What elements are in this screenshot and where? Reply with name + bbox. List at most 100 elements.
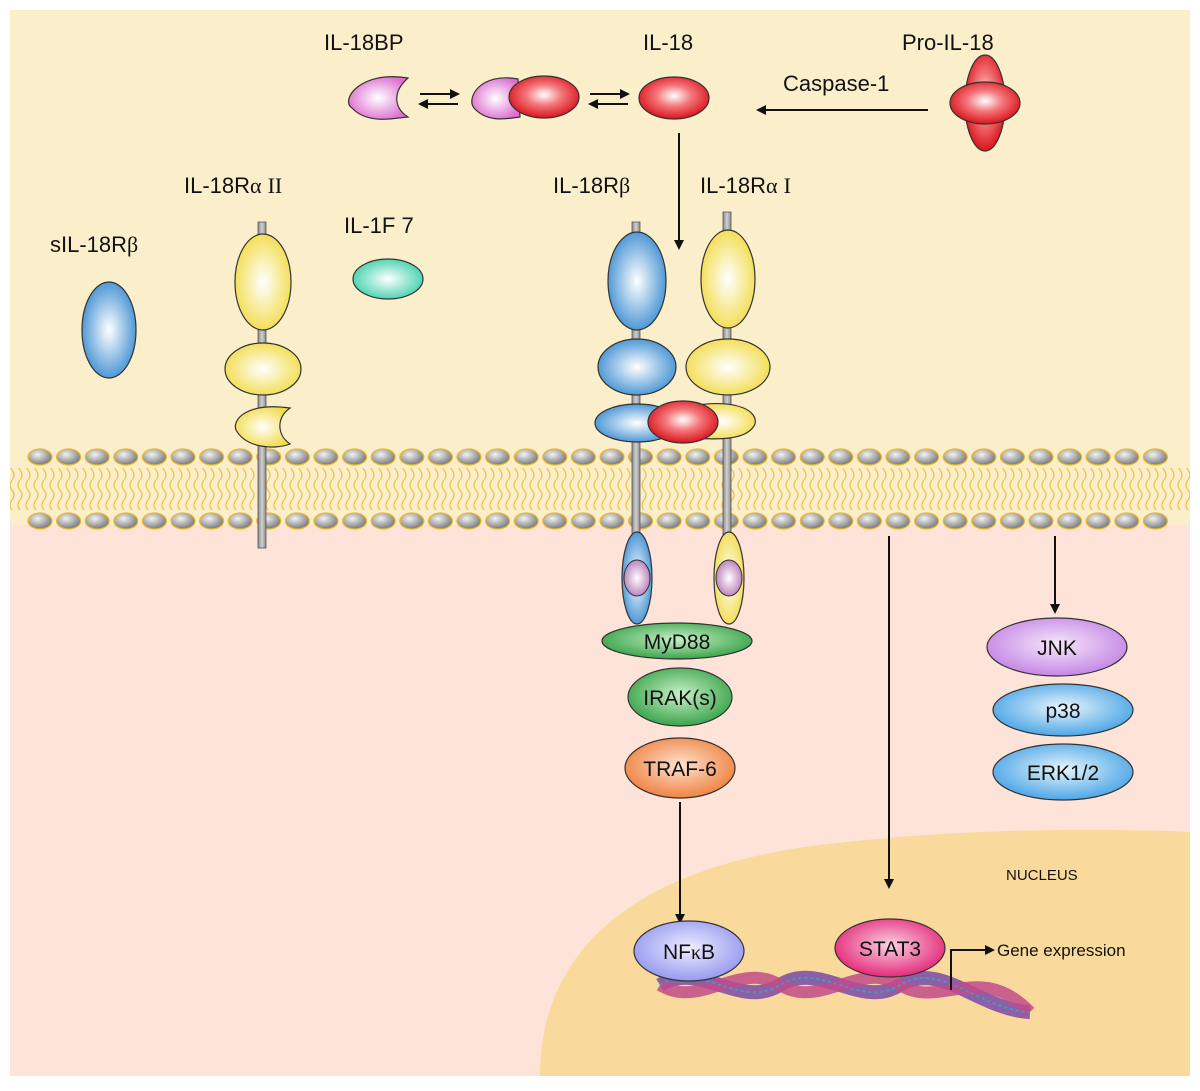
sil18rb-label: sIL-18Rβ [50, 232, 138, 257]
lipid-head [84, 512, 110, 530]
lipid-head [485, 512, 511, 530]
il18rb-label: IL-18Rβ [553, 173, 630, 198]
lipid-head [542, 448, 568, 466]
lipid-head [1085, 512, 1111, 530]
p38-node: p38 [992, 683, 1134, 737]
lipid-head [799, 512, 825, 530]
lipid-head [342, 512, 368, 530]
erk-node: ERK1/2 [992, 743, 1134, 801]
lipid-head [141, 512, 167, 530]
lipid-head [370, 448, 396, 466]
lipid-head [199, 512, 225, 530]
traf6-node: TRAF-6 [624, 737, 736, 799]
lipid-head [227, 448, 253, 466]
sil18rb-molecule-icon [81, 281, 137, 379]
lipid-head [84, 448, 110, 466]
erk-label: ERK1/2 [1027, 762, 1099, 785]
lipid-head [1028, 448, 1054, 466]
lipid-head [742, 448, 768, 466]
lipid-head [942, 512, 968, 530]
lipid-head [942, 448, 968, 466]
lipid-head [656, 448, 682, 466]
il18bp-il18-complex-icon [471, 75, 580, 120]
lipid-head [913, 512, 940, 530]
lipid-head [27, 512, 53, 530]
lipid-head [599, 512, 625, 530]
lipid-head [170, 448, 196, 466]
caspase1-label: Caspase-1 [783, 71, 889, 96]
lipid-head [770, 448, 797, 466]
pro-il18-label: Pro-IL-18 [902, 30, 994, 55]
gene-expression-arrow [950, 945, 995, 990]
lipid-head [313, 448, 339, 466]
lipid-head [1056, 448, 1083, 466]
lipid-head [456, 512, 482, 530]
lipid-head [656, 512, 682, 530]
lipid-head [399, 512, 425, 530]
myd88-node: MyD88 [601, 622, 753, 660]
lipid-head [513, 512, 539, 530]
nfkb-label: NFκB [663, 941, 715, 964]
lipid-head [828, 512, 854, 530]
lipid-head [542, 512, 568, 530]
bound-il18-molecule-icon [647, 400, 719, 444]
traf6-label: TRAF-6 [643, 758, 717, 781]
lipid-head [141, 448, 167, 466]
lipid-head [856, 448, 883, 466]
lipid-head [170, 512, 196, 530]
lipid-head [284, 448, 310, 466]
nucleus-label: NUCLEUS [1006, 867, 1078, 884]
lipid-head [913, 448, 940, 466]
nfkb-node: NFκB [633, 920, 745, 982]
il18bp-crescent-icon [348, 76, 410, 120]
equilibrium-arrows-icon [418, 89, 460, 109]
lipid-head [485, 448, 511, 466]
lipid-head [456, 448, 482, 466]
lipid-head [885, 512, 911, 530]
lipid-head [999, 512, 1026, 530]
lipid-head [1085, 448, 1111, 466]
lipid-head [1142, 512, 1169, 530]
lipid-head [55, 448, 82, 466]
il18-label: IL-18 [643, 30, 693, 55]
myd88-label: MyD88 [644, 631, 711, 654]
lipid-head [1114, 512, 1140, 530]
lipid-head [227, 512, 253, 530]
il18-molecule-icon [638, 76, 710, 120]
lipid-head [999, 448, 1026, 466]
lipid-head [570, 448, 597, 466]
lipid-head [685, 512, 711, 530]
il1f7-molecule-icon [352, 258, 424, 300]
lipid-head [113, 512, 139, 530]
irak-node: IRAK(s) [627, 667, 733, 727]
il18bp-label: IL-18BP [324, 30, 404, 55]
lipid-head [799, 448, 825, 466]
il18ra2-receptor [224, 221, 302, 549]
equilibrium-arrows-icon [588, 89, 630, 109]
p38-label: p38 [1045, 700, 1080, 723]
il18ra1-receptor [685, 211, 771, 625]
lipid-head [342, 448, 368, 466]
lipid-head [742, 512, 768, 530]
lipid-head [685, 448, 711, 466]
gene-expression-label: Gene expression [997, 941, 1126, 960]
lipid-head [370, 512, 396, 530]
il18rb-receptor [594, 221, 680, 625]
irak-label: IRAK(s) [643, 687, 717, 710]
dna-helix-icon [656, 970, 1035, 1019]
lipid-head [399, 448, 425, 466]
lipid-head [1142, 448, 1169, 466]
lipid-head [828, 448, 854, 466]
lipid-head [55, 512, 82, 530]
lipid-head [284, 512, 310, 530]
lipid-head [856, 512, 883, 530]
lipid-head [599, 448, 625, 466]
stat3-label: STAT3 [859, 938, 921, 961]
lipid-head [427, 512, 453, 530]
lipid-head [570, 512, 597, 530]
cell-membrane [10, 448, 1190, 530]
lipid-head [1114, 448, 1140, 466]
